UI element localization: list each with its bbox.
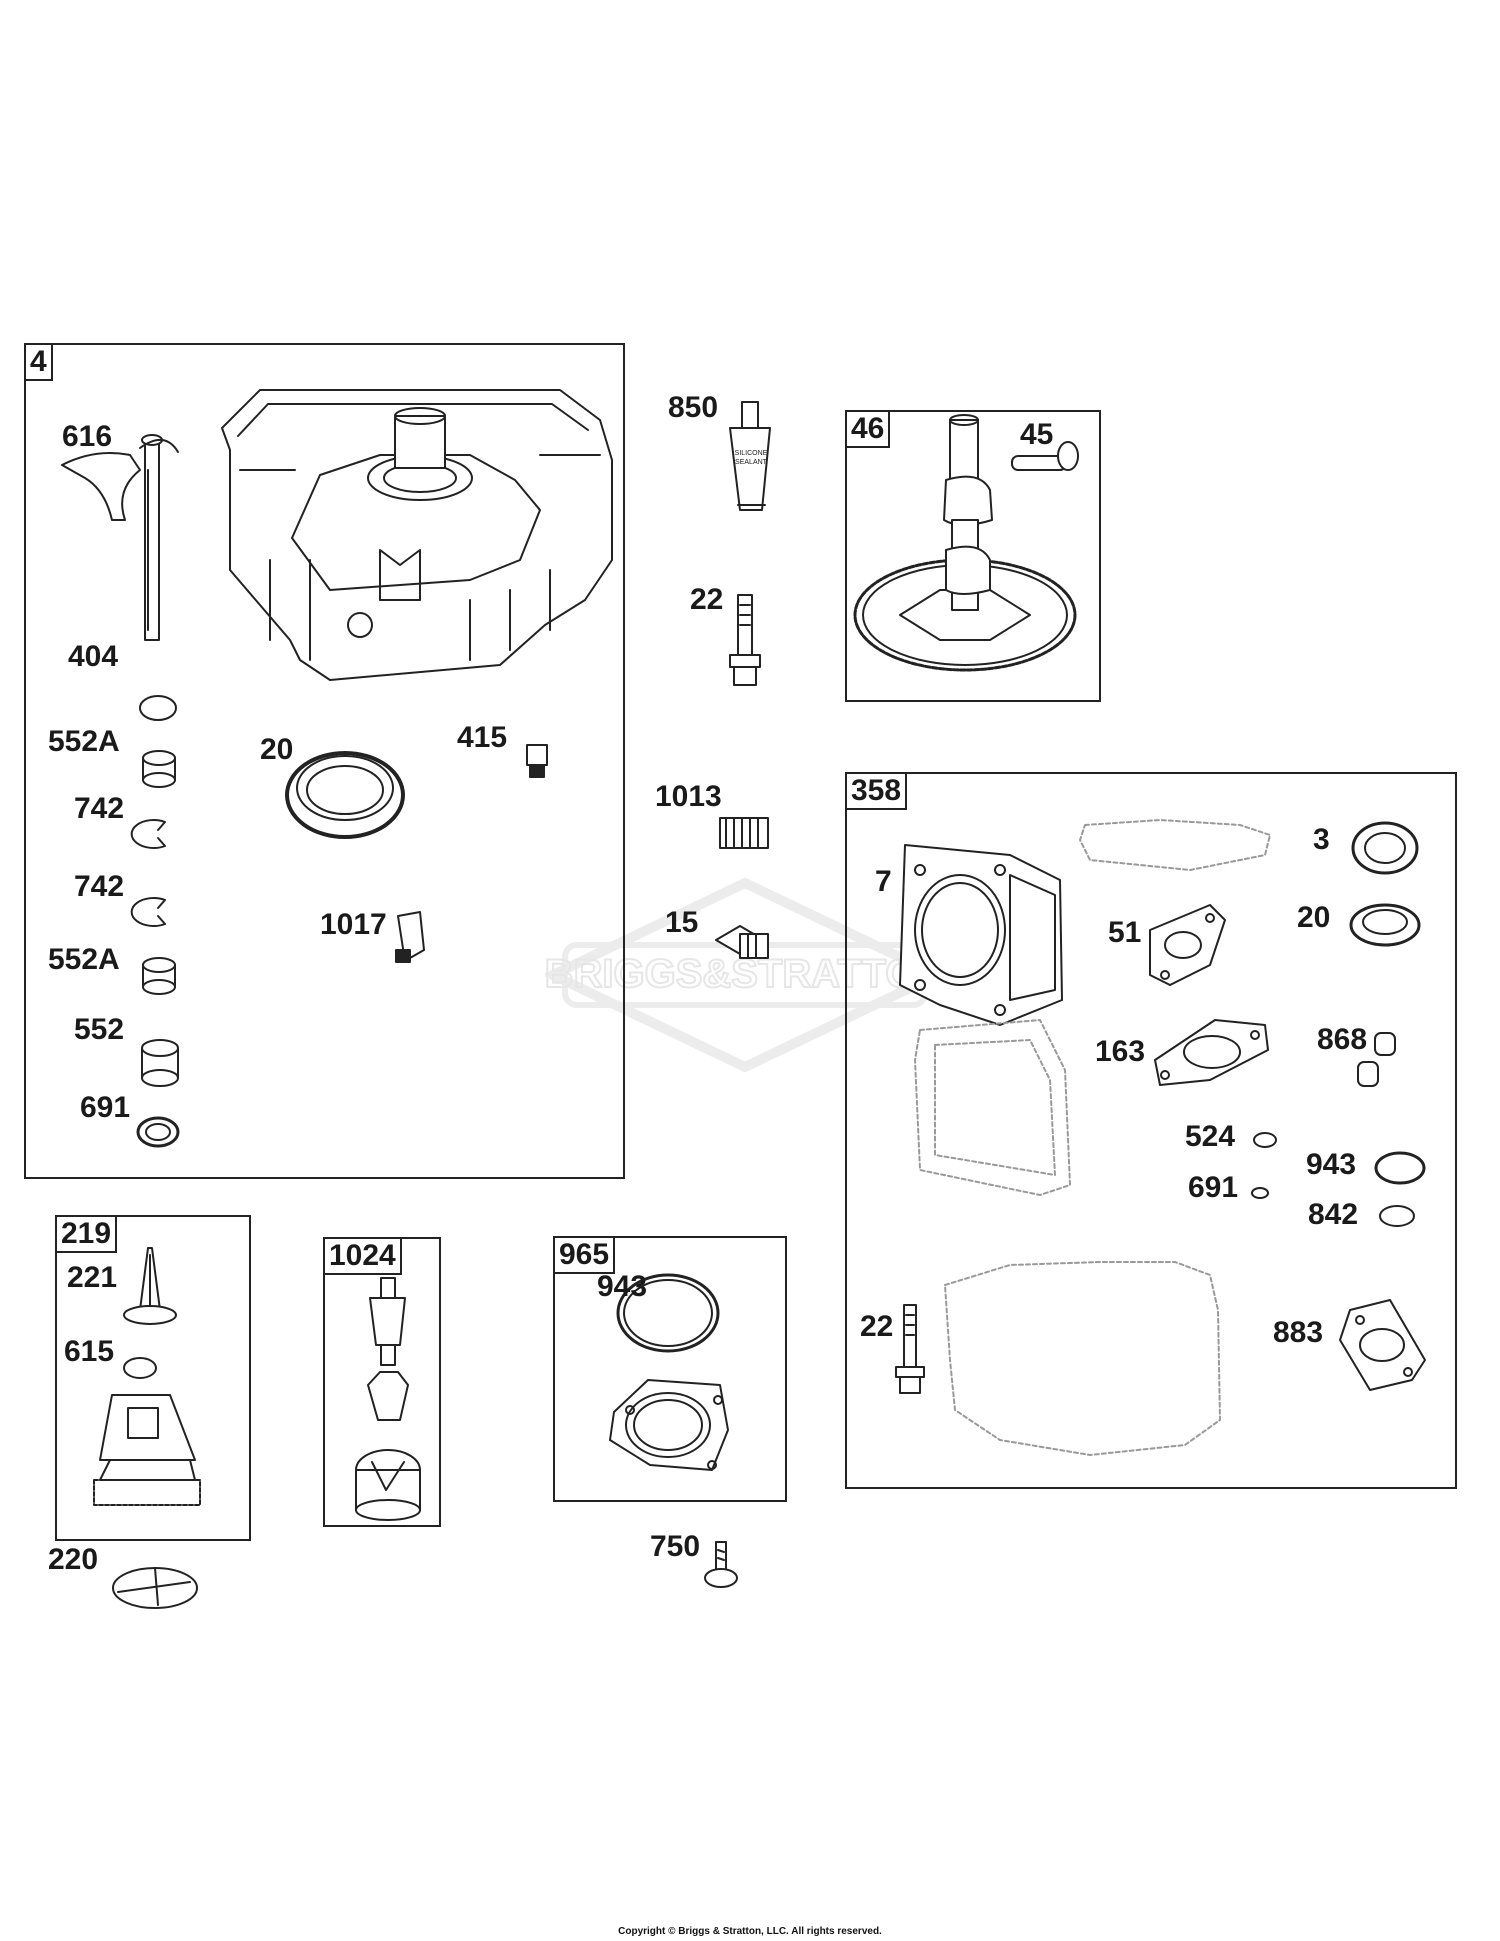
callout-20-left[interactable]: 20 [260,733,294,766]
gasket-163-part[interactable] [1154,1019,1269,1086]
callout-221[interactable]: 221 [67,1261,118,1294]
callout-552[interactable]: 552 [74,1013,125,1046]
kit-965-number[interactable]: 965 [555,1238,616,1274]
callout-552a-upper[interactable]: 552A [48,725,120,758]
ring-3-part[interactable] [1351,821,1419,875]
callout-883[interactable]: 883 [1273,1316,1324,1349]
callout-163[interactable]: 163 [1095,1035,1146,1068]
bolt-22-middle-part[interactable] [729,594,761,686]
callout-943-left[interactable]: 943 [597,1270,648,1303]
kit-219-frame: 219 [55,1215,251,1541]
callout-742-upper[interactable]: 742 [74,792,125,825]
oil-seal-20-left-part[interactable] [285,751,405,839]
bushing-552a-lower-part[interactable] [142,957,176,995]
washer-220-part[interactable] [112,1567,198,1609]
head-gasket-7-part[interactable] [899,844,1063,1026]
kit-4-number[interactable]: 4 [26,345,53,381]
callout-691-right[interactable]: 691 [1188,1171,1239,1204]
callout-22-right[interactable]: 22 [860,1310,894,1343]
callout-22-middle[interactable]: 22 [690,583,724,616]
callout-1013[interactable]: 1013 [655,780,722,813]
governor-cup-221-part[interactable] [123,1247,177,1325]
callout-552a-lower[interactable]: 552A [48,943,120,976]
crankcase-gasket-dashed [944,1261,1221,1456]
kit-219-number[interactable]: 219 [57,1217,118,1253]
plug-15-part[interactable] [715,925,769,959]
callout-1017[interactable]: 1017 [320,908,387,941]
bushing-552-part[interactable] [141,1039,179,1087]
sealant-label-line2: SEALANT [735,459,768,466]
valve-seal-868-part[interactable] [1357,1032,1396,1087]
bolt-22-right-part[interactable] [895,1304,925,1394]
kit-46-number[interactable]: 46 [847,412,891,448]
e-clip-742-lower-part[interactable] [130,897,166,927]
callout-20-right[interactable]: 20 [1297,901,1331,934]
o-ring-943-left-part[interactable] [616,1273,720,1353]
pin-45-part[interactable] [1011,441,1079,471]
gasket-51-part[interactable] [1149,904,1226,986]
seal-691-small-part[interactable] [1251,1187,1269,1199]
copyright-notice: Copyright © Briggs & Stratton, LLC. All … [618,1926,882,1937]
ring-404-part[interactable] [139,695,177,721]
callout-842[interactable]: 842 [1308,1198,1359,1231]
ring-842-part[interactable] [1379,1205,1415,1227]
kit-1024-number[interactable]: 1024 [325,1239,402,1275]
callout-868[interactable]: 868 [1317,1023,1368,1056]
callout-691-left[interactable]: 691 [80,1091,131,1124]
sealant-label-line1: SILICONE [735,450,768,457]
callout-3[interactable]: 3 [1313,823,1330,856]
callout-415[interactable]: 415 [457,721,508,754]
callout-615[interactable]: 615 [64,1335,115,1368]
briggs-stratton-watermark: BRIGGS&STRATTON [545,877,945,1073]
screw-750-part[interactable] [704,1541,738,1588]
callout-15[interactable]: 15 [665,906,699,939]
breather-1017-part[interactable] [395,911,425,963]
governor-shaft-part[interactable] [61,434,179,641]
callout-616[interactable]: 616 [62,420,113,453]
governor-gear-assembly-part[interactable] [93,1394,201,1506]
kit-1024-frame: 1024 [323,1237,441,1527]
sealant-tube-850-part[interactable] [729,401,771,511]
callout-850[interactable]: 850 [668,391,719,424]
gasket-dashed-top [1079,819,1271,871]
camshaft-gear-46-part[interactable] [853,414,1077,672]
kit-965-frame: 965 [553,1236,787,1502]
callout-742-lower[interactable]: 742 [74,870,125,903]
callout-51[interactable]: 51 [1108,916,1142,949]
spacer-883-part[interactable] [1339,1299,1426,1391]
o-ring-943-right-part[interactable] [1374,1151,1426,1185]
bushing-552a-upper-part[interactable] [142,750,176,788]
callout-750[interactable]: 750 [650,1530,701,1563]
kit-4-frame: 4 [24,343,625,1179]
callout-45[interactable]: 45 [1020,418,1054,451]
kit-46-frame: 46 [845,410,1101,702]
callout-524[interactable]: 524 [1185,1120,1236,1153]
oil-seal-20-right-part[interactable] [1349,903,1421,947]
callout-220[interactable]: 220 [48,1543,99,1576]
washer-524-part[interactable] [1253,1132,1277,1148]
spring-1013-part[interactable] [719,817,769,849]
seal-691-part[interactable] [136,1116,180,1148]
valve-cover-gasket-dashed [914,1019,1071,1196]
plug-415-part[interactable] [526,744,548,778]
kit-358-number[interactable]: 358 [847,774,908,810]
callout-7[interactable]: 7 [875,865,892,898]
e-clip-742-upper-part[interactable] [130,819,166,849]
pump-cover-965-part[interactable] [609,1379,729,1471]
oil-pump-1024-parts[interactable] [355,1277,421,1521]
ring-615-part[interactable] [123,1357,157,1379]
callout-404[interactable]: 404 [68,640,119,673]
kit-358-frame: 358 [845,772,1457,1489]
callout-943-right[interactable]: 943 [1306,1148,1357,1181]
crankcase-sump-part[interactable] [221,389,613,681]
